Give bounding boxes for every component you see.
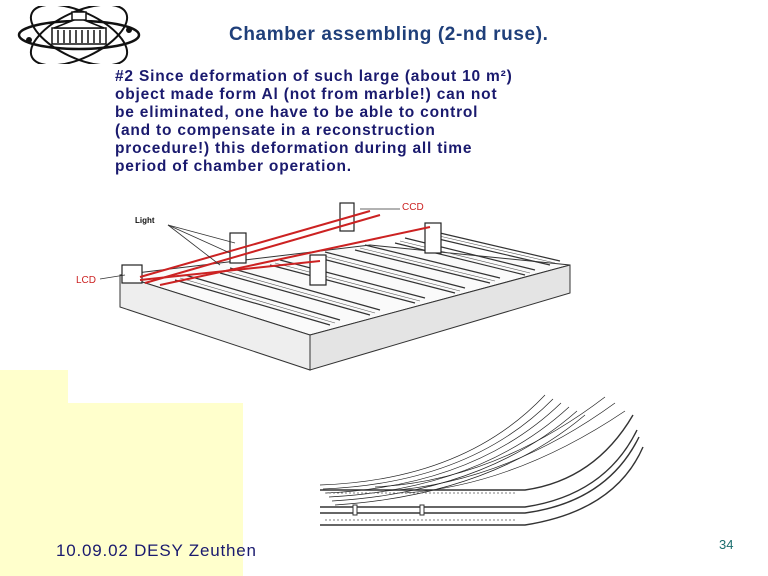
body-line: period of chamber operation. xyxy=(115,158,352,175)
highlight-panel-lower xyxy=(0,403,243,576)
body-line: procedure!) this deformation during all … xyxy=(115,140,473,157)
footer-date-venue: 10.09.02 DESY Zeuthen xyxy=(56,541,257,560)
body-line: be eliminated, one have to be able to co… xyxy=(115,104,479,121)
page-number: 34 xyxy=(719,537,734,552)
body-line: #2 Since deformation of such large (abou… xyxy=(115,68,513,85)
body-line: (and to compensate in a reconstruction xyxy=(115,122,436,139)
slide-title: Chamber assembling (2-nd ruse). xyxy=(229,24,549,45)
body-paragraph: #2 Since deformation of such large (abou… xyxy=(115,68,735,176)
lcd-label: LCD xyxy=(76,275,96,286)
chamber-assembly-diagram: Light LCD CCD xyxy=(76,202,571,371)
body-line: object made form Al (not from marble!) c… xyxy=(115,86,498,103)
deformation-sketch xyxy=(319,394,644,526)
light-label: Light xyxy=(135,216,155,225)
ccd-label: CCD xyxy=(402,202,424,213)
institute-logo xyxy=(17,6,141,64)
